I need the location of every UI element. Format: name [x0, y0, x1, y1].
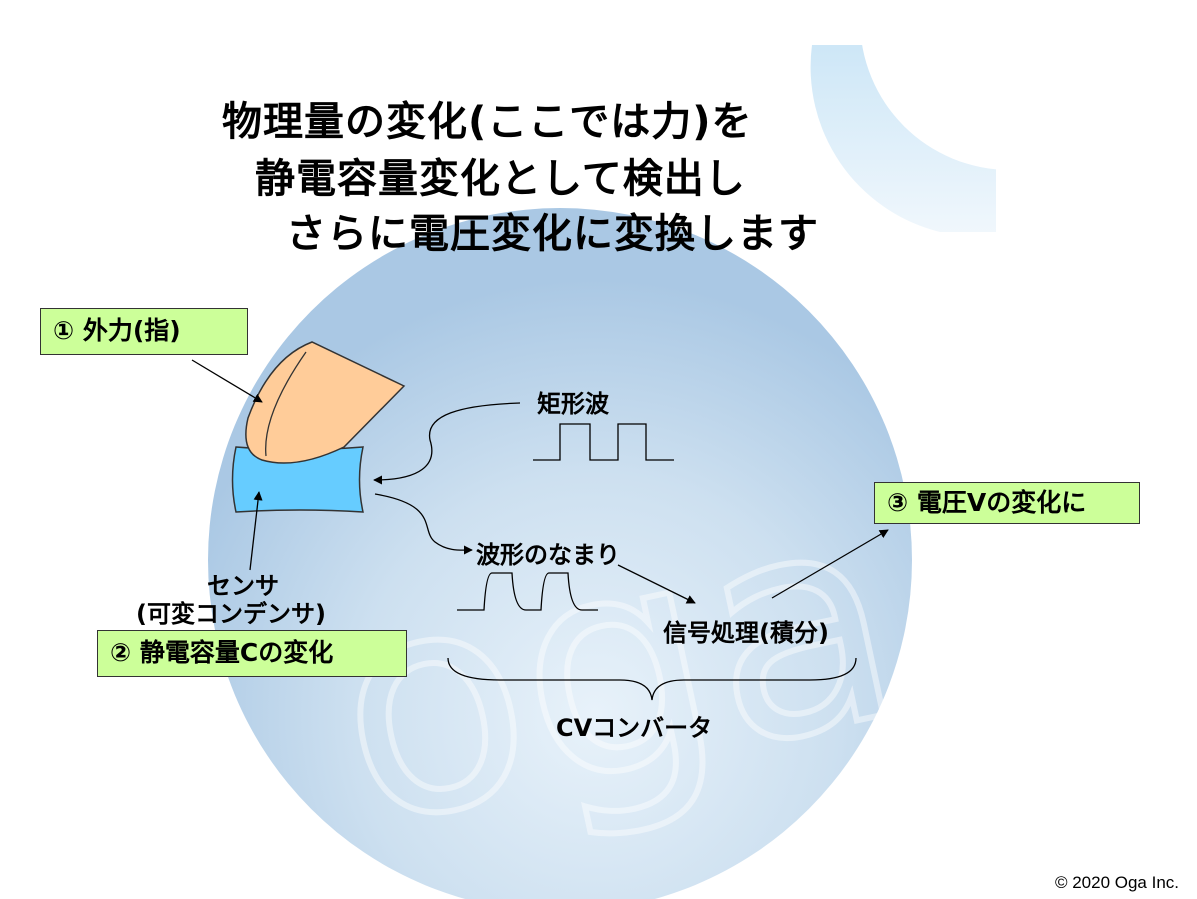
blunted-wave-label: 波形のなまり — [476, 541, 620, 569]
arrow-force-to-finger — [191, 359, 263, 403]
sensor-label: センサ — [207, 572, 279, 600]
cv-brace — [447, 657, 857, 701]
title-line-2: 静電容量変化として検出し — [255, 156, 746, 202]
rect-wave-label: 矩形波 — [537, 390, 609, 418]
finger-shape — [245, 341, 406, 464]
sensor-sub-label: (可変コンデンサ) — [136, 600, 326, 628]
voltage-change-box: ③ 電圧Vの変化に — [874, 482, 1140, 524]
arrow-signal-to-voltage — [771, 529, 889, 599]
arrow-blunted-to-signal — [617, 564, 696, 604]
blunted-wave — [457, 572, 598, 611]
copyright: © 2020 Oga Inc. — [1054, 873, 1179, 892]
capacitance-change-box: ② 静電容量Cの変化 — [97, 630, 407, 677]
arrow-rect-wave-to-sensor — [373, 402, 521, 485]
title-line-3: さらに電圧変化に変換します — [286, 211, 819, 257]
decor-crescent-hole — [860, 0, 1160, 170]
arrow-sensor-label — [249, 491, 263, 571]
external-force-box: ① 外力(指) — [40, 308, 248, 355]
arrow-sensor-to-blunted — [374, 493, 473, 555]
signal-processing-label: 信号処理(積分) — [663, 619, 829, 647]
fingernail-line — [265, 351, 307, 457]
cv-converter-label: CVコンバータ — [556, 714, 713, 742]
title-line-1: 物理量の変化(ここでは力)を — [222, 99, 753, 145]
rect-wave — [533, 423, 674, 461]
